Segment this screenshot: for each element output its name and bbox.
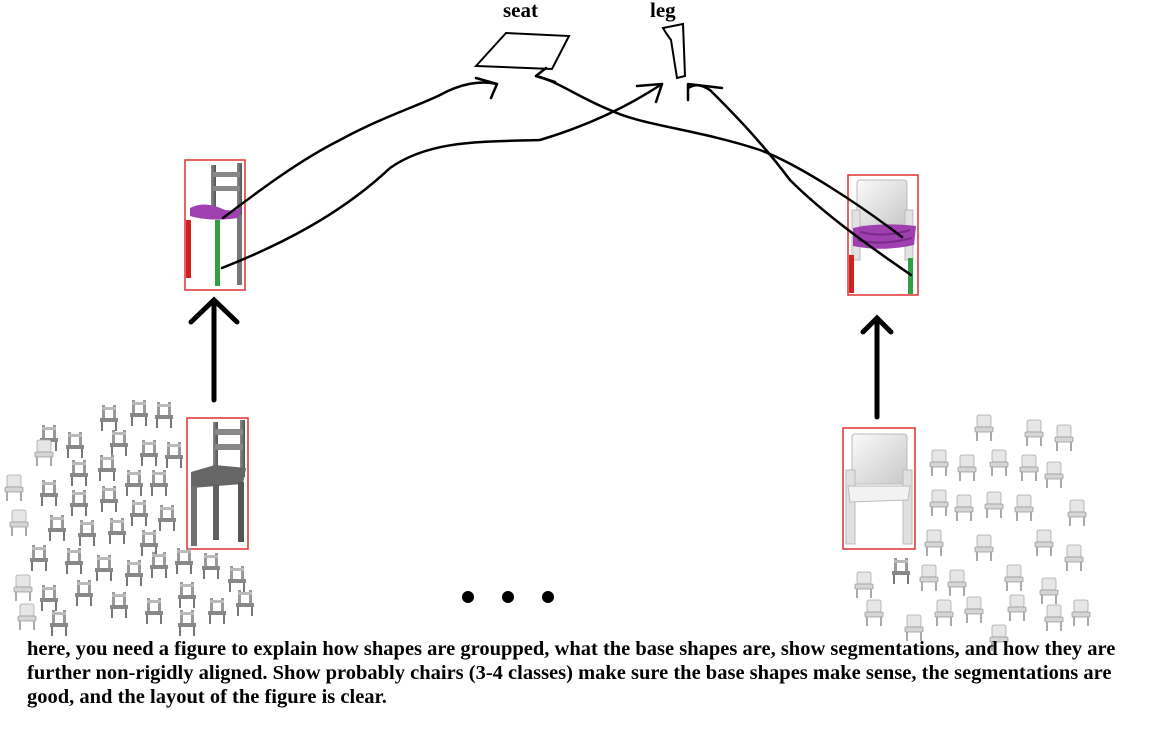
- left-base-shape: [186, 417, 249, 550]
- seat-part-sketch: [473, 31, 571, 71]
- left-seat-arrowhead: [474, 76, 499, 100]
- leg-part-sketch: [661, 22, 687, 80]
- ellipsis-dots: [462, 591, 554, 603]
- left-segmented-chair: [184, 159, 246, 291]
- right-leg-arrowhead: [686, 82, 724, 102]
- right-seat-to-seat-curve: [534, 74, 904, 239]
- left-up-arrow: [188, 296, 240, 403]
- left-seat-to-seat-curve: [221, 81, 499, 220]
- right-base-shape: [842, 427, 916, 550]
- leg-label: leg: [650, 0, 676, 22]
- left-leg-to-leg-curve: [220, 82, 664, 270]
- right-seat-arrowhead: [534, 66, 557, 84]
- left-leg-arrowhead: [635, 82, 664, 104]
- right-up-arrow: [860, 314, 894, 420]
- right-segmented-chair: [847, 174, 919, 296]
- instruction-note: here, you need a figure to explain how s…: [27, 638, 1116, 708]
- seat-label: seat: [503, 0, 538, 22]
